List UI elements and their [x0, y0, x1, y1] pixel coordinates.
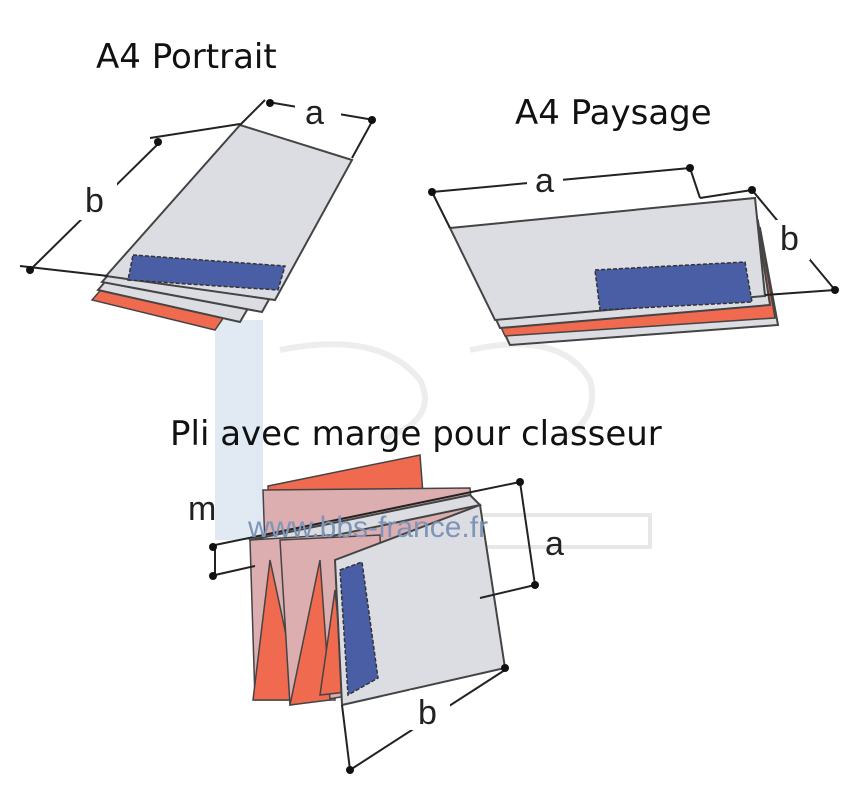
landscape-fold-illustration: [428, 162, 839, 347]
margin-a-label: a: [545, 525, 564, 563]
margin-b-label: b: [418, 694, 437, 732]
margin-fold-illustration: [209, 454, 539, 774]
landscape-b-label: b: [780, 220, 799, 258]
margin-fold-title: Pli avec marge pour classeur: [170, 414, 662, 454]
portrait-title: A4 Portrait: [96, 37, 277, 77]
portrait-b-label: b: [85, 182, 104, 220]
portrait-a-label: a: [305, 94, 324, 132]
landscape-title: A4 Paysage: [515, 93, 712, 133]
margin-m-label: m: [188, 490, 216, 528]
landscape-a-label: a: [535, 162, 554, 200]
portrait-fold-illustration: [19, 96, 376, 331]
watermark-url: www.bbs-france.fr: [247, 511, 488, 544]
